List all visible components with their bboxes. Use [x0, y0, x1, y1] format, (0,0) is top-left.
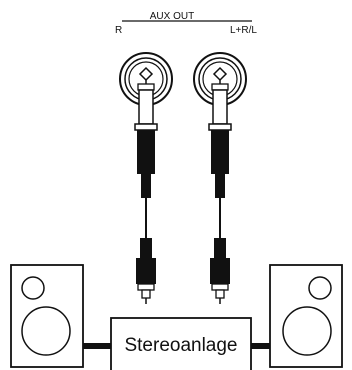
rca-plug-icon	[210, 238, 230, 304]
speaker-icon	[269, 264, 343, 368]
right-speaker-wire	[251, 343, 270, 349]
aux-out-label: AUX OUT	[150, 11, 194, 22]
cable-r	[119, 52, 173, 304]
cable-lr	[193, 52, 247, 304]
rca-plug-icon	[136, 238, 156, 304]
phone-plug-icon	[208, 66, 232, 198]
stereo-system-box	[110, 317, 252, 370]
output-r-label: R	[115, 25, 122, 36]
output-lr-label: L+R/L	[230, 25, 257, 36]
speaker-icon	[10, 264, 84, 368]
phone-plug-icon	[134, 66, 158, 198]
left-speaker-wire	[83, 343, 111, 349]
